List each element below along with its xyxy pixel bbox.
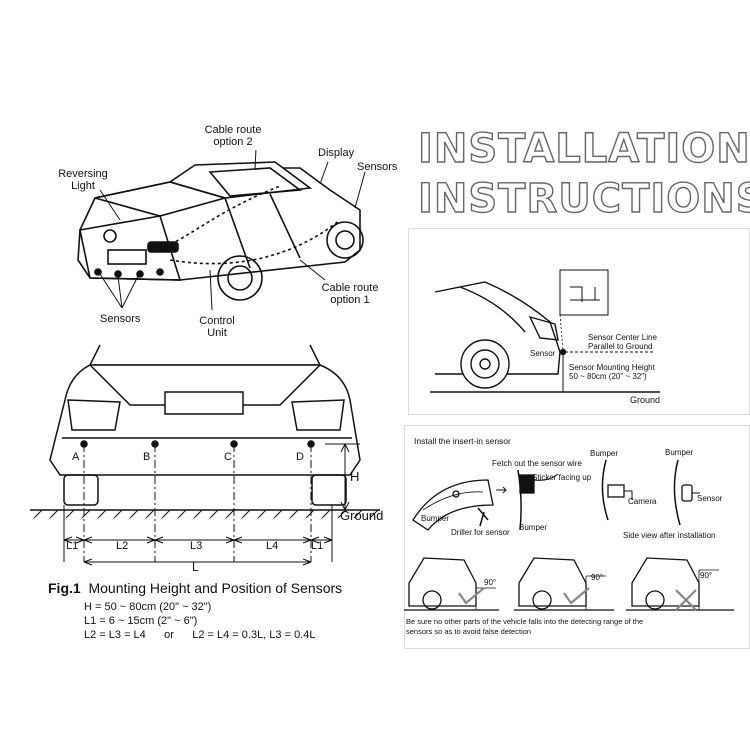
insert-sensor-illustrations [412, 459, 700, 531]
bumper-mid-label: Bumper [519, 523, 548, 532]
spec-spacing: L2 = L3 = L4 or L2 = L4 = 0.3L, L3 = 0.4… [84, 629, 316, 641]
spacing-label-l1-right: L1 [311, 540, 324, 552]
sensor-label-right: Sensor [697, 494, 723, 503]
car-overview-illustration [77, 150, 366, 311]
bumper-left-label: Bumper [421, 514, 450, 523]
angle-label-3: 90° [700, 571, 713, 580]
side-sensor-label: Sensor [530, 349, 556, 358]
ground-label: Ground [340, 508, 384, 523]
spec-l1: L1 = 6 ~ 15cm (2" ~ 6") [84, 615, 198, 627]
spacing-label-l3: L3 [190, 540, 203, 552]
angle-label-1: 90° [484, 578, 497, 587]
bumper-top-2-label: Bumper [665, 448, 694, 457]
sticker-label: Sticker facing up [532, 473, 592, 482]
sensor-letter-d: D [296, 451, 304, 463]
side-view-caption: Side view after installation [623, 531, 716, 540]
spacing-label-l2: L2 [116, 540, 129, 552]
driller-label: Driller for sensor [451, 528, 510, 537]
display-label: Display [318, 147, 355, 159]
figure-title-text: Mounting Height and Position of Sensors [88, 580, 343, 596]
spacing-label-l1-left: L1 [66, 540, 79, 552]
sensor-letter-c: C [224, 451, 232, 463]
angle-label-2: 90° [591, 573, 604, 582]
total-length-label: L [192, 560, 199, 574]
camera-label: Camera [628, 497, 657, 506]
sensors-bottom-label: Sensors [100, 313, 141, 325]
figure-title: Fig.1 Mounting Height and Position of Se… [48, 580, 342, 596]
spec-height: H = 50 ~ 80cm (20" ~ 32") [84, 601, 212, 613]
angle-check-illustrations [404, 557, 734, 611]
height-label-h: H [350, 469, 360, 484]
side-ground-label: Ground [630, 395, 661, 405]
spacing-label-l4: L4 [266, 540, 279, 552]
fetch-wire-label: Fetch out the sensor wire [492, 459, 582, 468]
sensors-right-label: Sensors [357, 161, 398, 173]
detection-warning: Be sure no other parts of the vehicle fa… [406, 617, 644, 636]
rear-view-diagram [30, 344, 380, 566]
bumper-top-1-label: Bumper [590, 449, 619, 458]
side-view-diagram [430, 269, 660, 393]
sensor-letter-b: B [143, 451, 151, 463]
title-line-2: INSTRUCTIONS [417, 175, 750, 222]
insert-sensor-title: Install the insert-in sensor [414, 436, 511, 446]
sensor-letter-a: A [72, 451, 80, 463]
figure-label: Fig.1 [48, 580, 81, 596]
title-line-1: INSTALLATION [417, 125, 750, 172]
